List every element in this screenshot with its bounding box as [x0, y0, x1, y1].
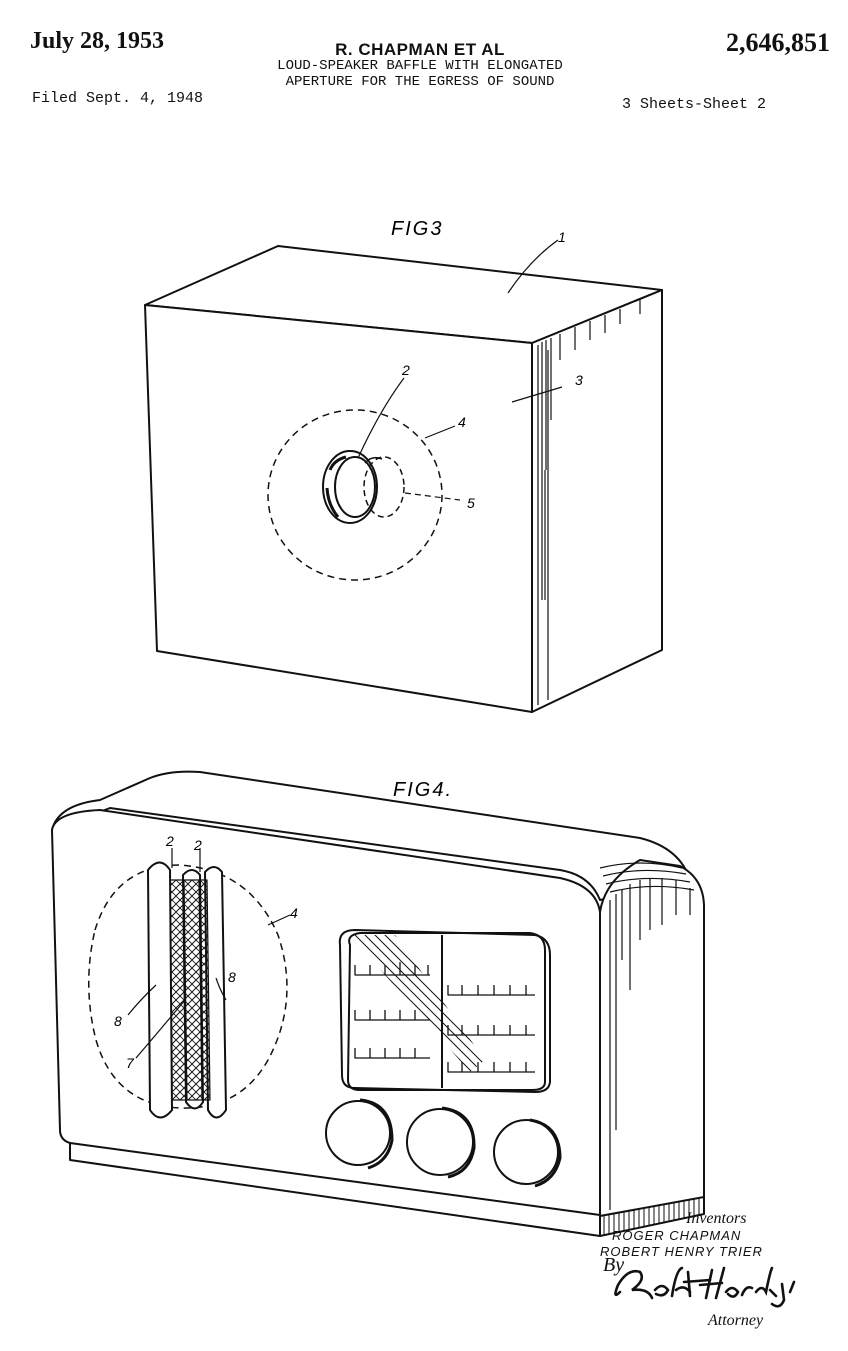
inventor-name-2: ROBERT HENRY TRIER — [600, 1244, 763, 1259]
fig4-ref-7: 7 — [126, 1055, 135, 1071]
fig3-drawing — [144, 239, 663, 713]
patent-date: July 28, 1953 — [30, 28, 165, 54]
fig4-drawing — [51, 770, 705, 1237]
fig3-ref-4: 4 — [458, 414, 466, 430]
attorney-signature — [614, 1266, 796, 1308]
filed-date: Filed Sept. 4, 1948 — [32, 90, 204, 107]
title-line-2: APERTURE FOR THE EGRESS OF SOUND — [285, 74, 555, 90]
patent-title: LOUD-SPEAKER BAFFLE WITH ELONGATED APERT… — [228, 58, 612, 90]
fig3-ref-2: 2 — [401, 362, 410, 378]
attorney-label: Attorney — [708, 1312, 764, 1329]
fig4-ref-2a: 2 — [165, 833, 174, 849]
fig3-ref-3: 3 — [575, 372, 583, 388]
fig4-ref-8-right: 8 — [228, 969, 236, 985]
fig3-ref-1: 1 — [558, 229, 566, 245]
fig3-label: FIG3 — [391, 218, 443, 240]
fig4-ref-2b: 2 — [193, 837, 202, 853]
sheet-count: 3 Sheets-Sheet 2 — [621, 96, 766, 113]
fig4-ref-8-left: 8 — [114, 1013, 122, 1029]
by-label: By — [603, 1254, 625, 1276]
fig4-label: FIG4. — [393, 779, 453, 801]
fig3-ref-5: 5 — [467, 495, 475, 511]
patent-number: 2,646,851 — [726, 28, 830, 57]
inventor-line: R. CHAPMAN ET AL — [335, 40, 505, 59]
inventor-name-1: ROGER CHAPMAN — [612, 1228, 742, 1243]
fig4-ref-4: 4 — [290, 905, 298, 921]
inventors-heading: Inventors — [686, 1210, 747, 1227]
title-line-1: LOUD-SPEAKER BAFFLE WITH ELONGATED — [277, 58, 563, 74]
